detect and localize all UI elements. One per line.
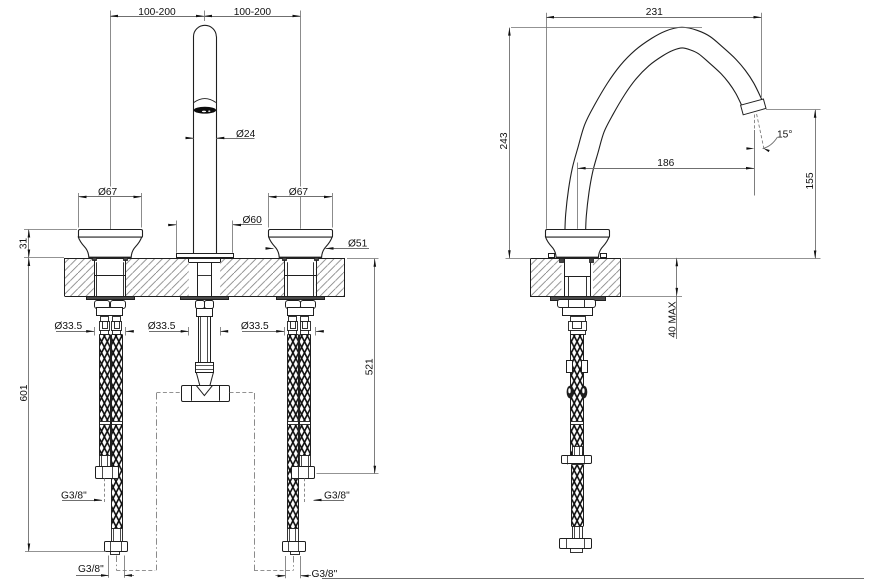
svg-text:231: 231 bbox=[646, 7, 663, 18]
svg-text:Ø33.5: Ø33.5 bbox=[241, 321, 269, 332]
svg-text:15°: 15° bbox=[777, 130, 792, 141]
svg-text:100-200: 100-200 bbox=[138, 7, 176, 18]
svg-text:100-200: 100-200 bbox=[234, 7, 272, 18]
svg-text:G3/8": G3/8" bbox=[312, 569, 338, 580]
svg-text:Ø51: Ø51 bbox=[348, 238, 368, 249]
svg-text:40 MAX: 40 MAX bbox=[668, 301, 679, 337]
svg-text:Ø33.5: Ø33.5 bbox=[54, 321, 82, 332]
svg-text:186: 186 bbox=[657, 158, 674, 169]
svg-text:Ø67: Ø67 bbox=[289, 187, 309, 198]
svg-text:521: 521 bbox=[365, 358, 376, 375]
svg-text:G3/8": G3/8" bbox=[324, 490, 350, 501]
svg-text:155: 155 bbox=[805, 172, 816, 189]
svg-text:Ø67: Ø67 bbox=[98, 187, 118, 198]
svg-text:G3/8": G3/8" bbox=[61, 490, 87, 501]
svg-text:Ø33.5: Ø33.5 bbox=[148, 321, 176, 332]
svg-text:243: 243 bbox=[499, 132, 510, 149]
svg-text:601: 601 bbox=[19, 384, 30, 401]
svg-text:G3/8": G3/8" bbox=[78, 564, 104, 575]
svg-text:31: 31 bbox=[18, 238, 29, 250]
svg-text:Ø24: Ø24 bbox=[236, 129, 256, 140]
svg-text:Ø60: Ø60 bbox=[243, 215, 263, 226]
